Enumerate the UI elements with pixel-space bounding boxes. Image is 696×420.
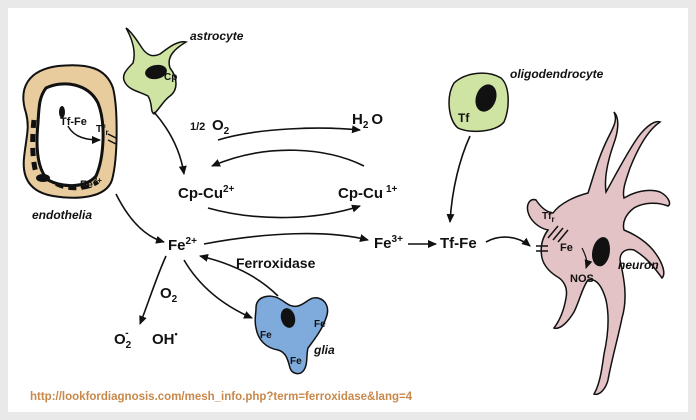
endothelia-tf-fe-label: Tf-Fe [60,116,87,128]
endothelia-tfr-label: Tfr [96,124,109,137]
oligodendrocyte-label: oligodendrocyte [510,67,604,81]
superoxide-label: O2- [114,328,132,351]
arrow-glia-to-fe2 [199,253,279,297]
tf-fe-main-label: Tf-Fe [440,235,477,252]
fe2-main-label: Fe2+ [168,236,197,254]
reaction-arrows [115,111,531,325]
ferroxidase-label: Ferroxidase [236,255,316,271]
glia-fe-label-1: Fe [260,330,272,341]
o2-top-label: O2 [212,117,230,137]
glia-fe-label-3: Fe [290,356,302,367]
arrow-tf-fe-to-neuron [485,236,531,247]
astrocyte-cell [122,27,188,115]
astrocyte-label: astrocyte [190,29,244,43]
endothelia-fe2-label: Fe2+ [80,176,102,191]
arrow-cpcu2-to-cpcu1 [207,204,361,219]
arrow-fe2-to-fe3 [203,232,369,245]
arrow-o2-to-h2o [217,125,361,141]
neuron-cell [526,111,671,396]
cp-cu2-label: Cp-Cu2+ [178,184,235,202]
arrow-endo-fe2-to-fe2 [115,193,165,244]
source-url-link[interactable]: http://lookfordiagnosis.com/mesh_info.ph… [30,391,413,403]
endothelial-cell [22,64,118,199]
o2-low-label: O2 [160,285,178,305]
arrow-fe2-to-superoxide [139,255,167,325]
arrow-cp-to-cpcu2 [153,111,187,175]
neuron-nos-label: NOS [570,273,594,285]
oligodendrocyte-cell [448,72,509,133]
diagram-frame: Tf-Fe Tfr Fe2+ endothelia Cp astrocyte T… [8,8,688,412]
ferroxidase-diagram: Tf-Fe Tfr Fe2+ endothelia Cp astrocyte T… [22,27,671,396]
neuron-label: neuron [618,258,659,272]
arrow-tf-to-tf-fe [446,135,471,223]
oligodendrocyte-tf-label: Tf [458,111,470,125]
arrow-fe2-to-glia [183,259,253,319]
arrow-cpcu1-to-cpcu2 [211,149,365,167]
glia-label: glia [313,343,335,357]
fe3-label: Fe3+ [374,234,403,252]
neuron-tfr-label: Tfr [542,211,555,224]
hydroxyl-label: OH• [152,329,178,348]
glia-cell [254,295,329,375]
endothelia-label: endothelia [32,208,92,222]
half-label: 1/2 [190,121,205,133]
neuron-fe-label: Fe [560,242,573,254]
astrocyte-cp-label: Cp [164,72,177,83]
glia-fe-label-2: Fe [314,319,326,330]
